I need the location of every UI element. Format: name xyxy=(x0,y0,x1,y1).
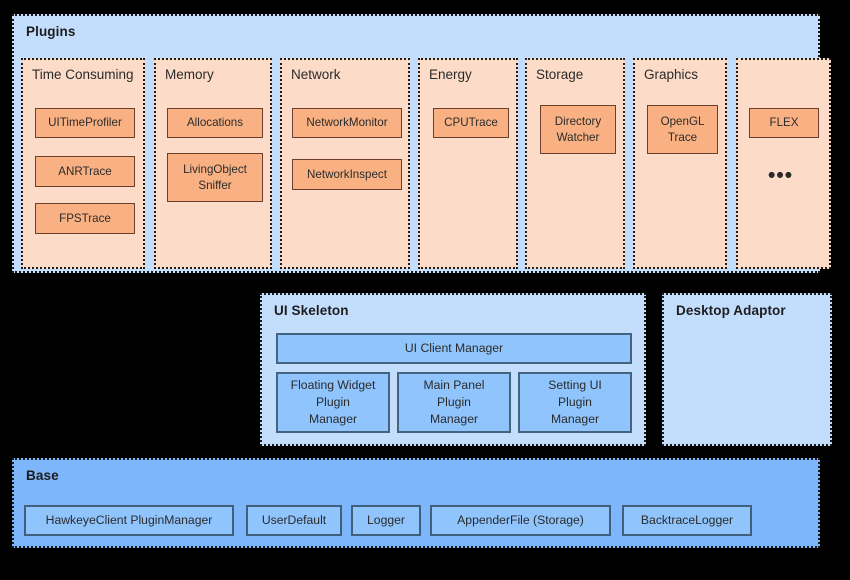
plugin-column-title-energy: Energy xyxy=(429,67,472,82)
plugin-column-title-network: Network xyxy=(291,67,341,82)
main-panel-plugin-manager-box[interactable]: Main Panel Plugin Manager xyxy=(397,372,511,433)
plugin-box-anrtrace[interactable]: ANRTrace xyxy=(35,156,135,187)
plugin-column-more: FLEX ••• xyxy=(736,58,831,269)
plugin-box-fpstrace[interactable]: FPSTrace xyxy=(35,203,135,234)
plugin-column-network: Network NetworkMonitor NetworkInspect xyxy=(280,58,410,269)
plugin-column-energy: Energy CPUTrace xyxy=(418,58,518,269)
ui-client-manager-box[interactable]: UI Client Manager xyxy=(276,333,632,364)
setting-ui-line1: Setting UI xyxy=(548,378,602,393)
ui-skeleton-section-title: UI Skeleton xyxy=(274,303,349,318)
plugin-box-cputrace[interactable]: CPUTrace xyxy=(433,108,509,138)
plugin-box-uitimeprofiler[interactable]: UITimeProfiler xyxy=(35,108,135,138)
plugin-box-allocations[interactable]: Allocations xyxy=(167,108,263,138)
desktop-adaptor-section: Desktop Adaptor xyxy=(662,293,832,446)
livingobjectsniffer-line1: LivingObject xyxy=(183,162,247,176)
floating-widget-line1: Floating Widget xyxy=(290,378,376,393)
base-box-backtracelogger[interactable]: BacktraceLogger xyxy=(622,505,752,536)
directorywatcher-line1: Directory xyxy=(554,114,602,128)
setting-ui-line3: Manager xyxy=(550,411,600,426)
base-box-userdefault[interactable]: UserDefault xyxy=(246,505,342,536)
plugin-column-graphics: Graphics OpenGL Trace xyxy=(633,58,727,269)
base-box-logger[interactable]: Logger xyxy=(351,505,421,536)
plugin-column-storage: Storage Directory Watcher xyxy=(525,58,625,269)
plugin-box-livingobjectsniffer[interactable]: LivingObject Sniffer xyxy=(167,153,263,202)
ui-skeleton-section: UI Skeleton UI Client Manager Floating W… xyxy=(260,293,646,446)
livingobjectsniffer-line2: Sniffer xyxy=(198,178,232,192)
main-panel-line2: Plugin xyxy=(437,395,471,410)
plugin-column-title-storage: Storage xyxy=(536,67,584,82)
plugin-box-networkmonitor[interactable]: NetworkMonitor xyxy=(292,108,402,138)
setting-ui-plugin-manager-box[interactable]: Setting UI Plugin Manager xyxy=(518,372,632,433)
base-section-title: Base xyxy=(26,468,59,483)
base-box-hawkeyeclient-pluginmanager[interactable]: HawkeyeClient PluginManager xyxy=(24,505,234,536)
desktop-adaptor-section-title: Desktop Adaptor xyxy=(676,303,786,318)
plugin-box-directorywatcher[interactable]: Directory Watcher xyxy=(540,105,616,154)
floating-widget-line2: Plugin xyxy=(316,395,350,410)
opengltrace-line1: OpenGL xyxy=(660,114,705,128)
base-section: Base HawkeyeClient PluginManager UserDef… xyxy=(12,458,820,548)
plugin-box-opengltrace[interactable]: OpenGL Trace xyxy=(647,105,718,154)
main-panel-line1: Main Panel xyxy=(423,378,485,393)
opengltrace-line2: Trace xyxy=(667,130,698,144)
plugin-box-flex[interactable]: FLEX xyxy=(749,108,819,138)
base-box-appenderfile-storage[interactable]: AppenderFile (Storage) xyxy=(430,505,611,536)
more-plugins-ellipsis-icon: ••• xyxy=(768,164,794,187)
plugin-column-title-memory: Memory xyxy=(165,67,214,82)
setting-ui-line2: Plugin xyxy=(558,395,592,410)
plugin-box-networkinspect[interactable]: NetworkInspect xyxy=(292,159,402,190)
plugin-column-time-consuming: Time Consuming UITimeProfiler ANRTrace F… xyxy=(21,58,145,269)
directorywatcher-line2: Watcher xyxy=(556,130,600,144)
floating-widget-plugin-manager-box[interactable]: Floating Widget Plugin Manager xyxy=(276,372,390,433)
main-panel-line3: Manager xyxy=(429,411,479,426)
plugin-column-memory: Memory Allocations LivingObject Sniffer xyxy=(154,58,272,269)
plugin-column-title-time-consuming: Time Consuming xyxy=(32,67,134,82)
plugins-section-title: Plugins xyxy=(26,24,76,39)
plugin-column-title-graphics: Graphics xyxy=(644,67,699,82)
floating-widget-line3: Manager xyxy=(308,411,358,426)
